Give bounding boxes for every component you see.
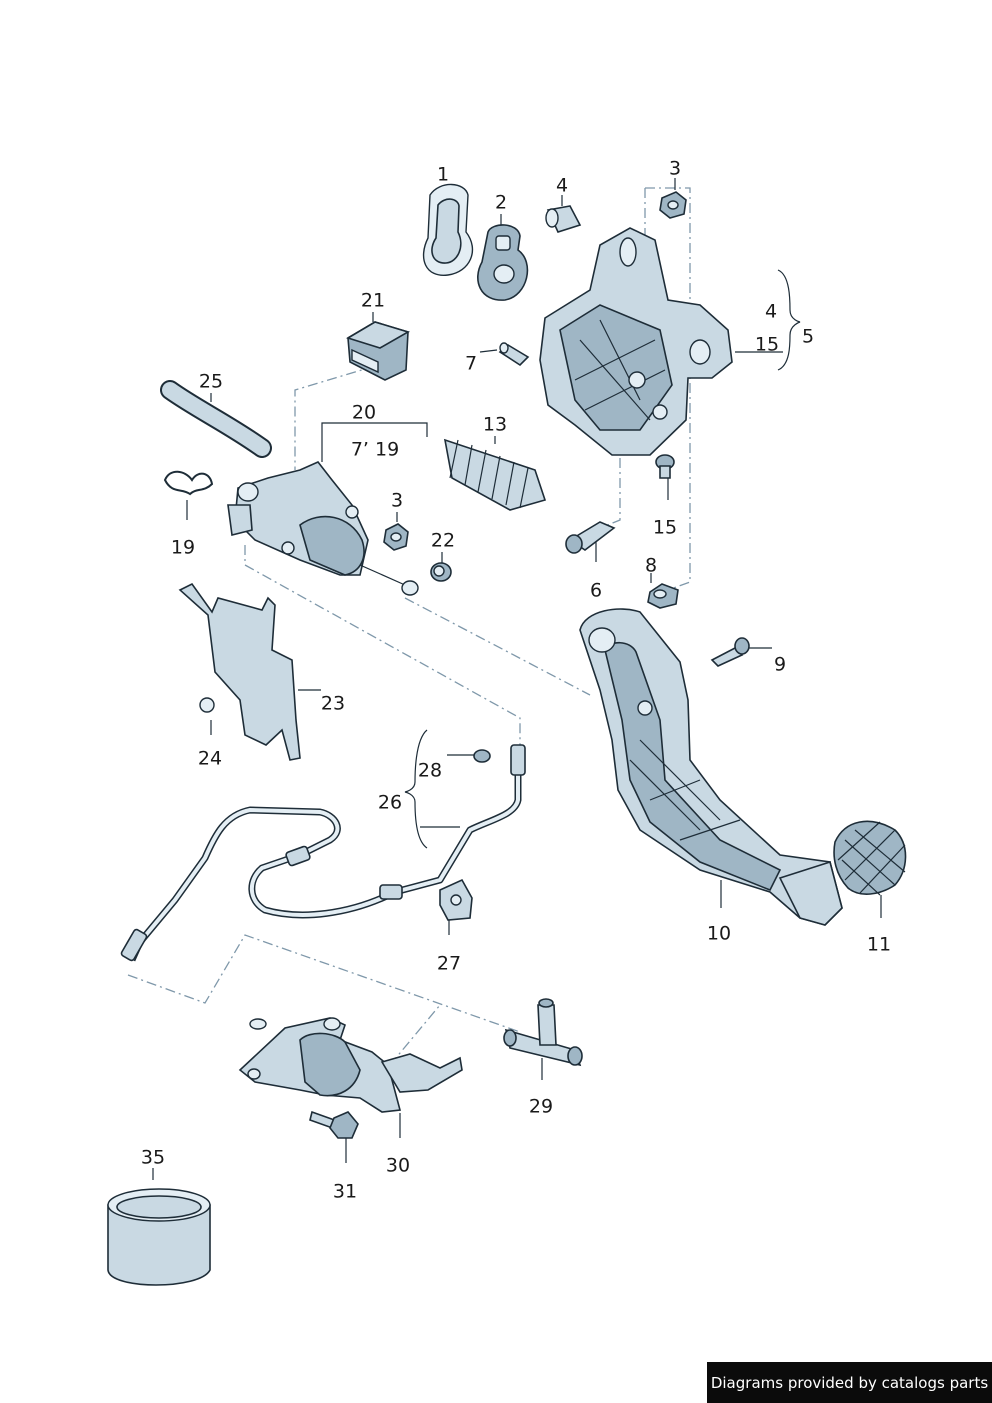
part-26-clutch-line [120,744,526,962]
callout-c4b: 4 [764,300,778,323]
part-29-t-piece [503,998,583,1067]
part-8-bush [647,583,679,609]
callout-c28: 28 [417,759,443,782]
callout-c35: 35 [140,1146,166,1169]
callout-c25: 25 [198,370,224,393]
callout-c11: 11 [866,933,892,956]
part-3-nut-top [659,191,687,219]
callout-c30: 30 [385,1154,411,1177]
callout-c3a: 3 [668,157,682,180]
part-2-perforated-plate [477,224,529,301]
callout-c21: 21 [360,289,386,312]
callout-c24: 24 [197,747,223,770]
part-27-holder [439,878,473,921]
part-31-bolt [309,1110,359,1139]
callout-c3b: 3 [390,489,404,512]
callout-c7: 7 [464,352,478,375]
part-13-spring [443,438,547,511]
part-3-nut-middle [383,523,409,551]
callout-c23: 23 [320,692,346,715]
part-35-sleeve [107,1188,211,1286]
part-23-insulation-sheet [178,582,301,761]
part-6-pin [565,521,616,554]
callout-c29: 29 [528,1095,554,1118]
part-15-bolt [655,454,675,479]
callout-c10: 10 [706,922,732,945]
part-9-bolt [710,637,750,667]
part-7-pin [498,342,530,367]
callout-c20: 20 [351,401,377,424]
footer-credit: Diagrams provided by catalogs parts [707,1362,992,1403]
footer-credit-text: Diagrams provided by catalogs parts [710,1373,989,1392]
callout-c2: 2 [494,191,508,214]
part-11-pedal-pad [833,820,907,896]
part-22-ring [430,562,452,582]
callout-c7_19: 7’ 19 [350,438,400,461]
part-28-washer [473,749,491,763]
callout-c6: 6 [589,579,603,602]
part-4-bush [545,205,582,233]
callout-c9: 9 [773,653,787,676]
part-20-clutch-master-cylinder [227,461,419,596]
part-10-clutch-pedal [579,608,843,926]
callout-c13: 13 [482,413,508,436]
callout-c26: 26 [377,791,403,814]
part-19-clip [163,470,214,496]
part-21-switch [346,321,411,381]
callout-c4a: 4 [555,174,569,197]
callout-c15b: 15 [652,516,678,539]
part-5-pedal-bracket [539,227,733,456]
assembly-guide-lines [127,187,691,1066]
part-1-gasket [422,183,474,276]
callout-c31: 31 [332,1180,358,1203]
callout-c5: 5 [801,325,815,348]
part-30-slave-cylinder [238,1017,463,1113]
callout-c8: 8 [644,554,658,577]
callout-c22: 22 [430,529,456,552]
part-25-hose [160,380,272,458]
callout-c19: 19 [170,536,196,559]
callout-c1: 1 [436,163,450,186]
callout-c15a: 15 [754,333,780,356]
callout-c27: 27 [436,952,462,975]
